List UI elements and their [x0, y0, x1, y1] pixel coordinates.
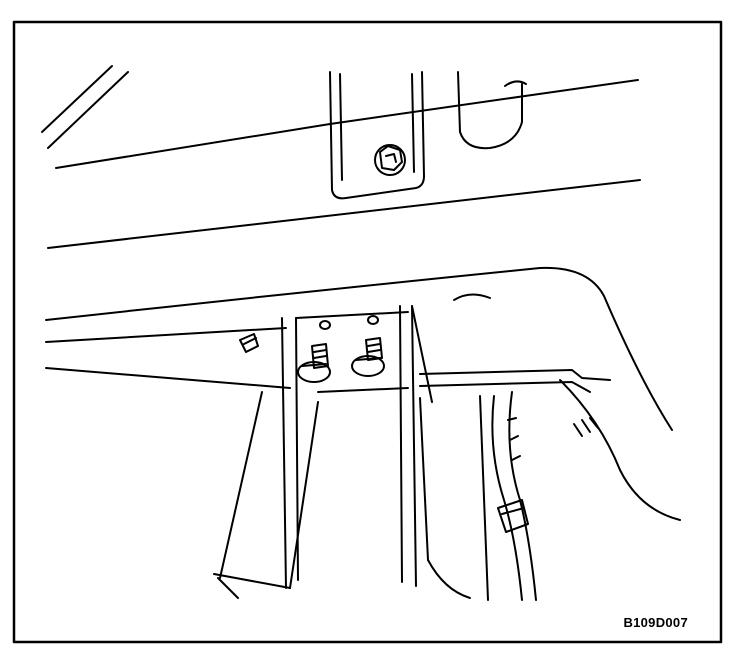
lower-body-panels [213, 391, 489, 601]
lower-crossmember [45, 266, 681, 521]
small-stud-icon [239, 333, 259, 353]
right-bracket-bolt-icon [351, 337, 385, 377]
figure-code: B109D007 [623, 615, 688, 630]
wire-harness [491, 391, 599, 601]
upper-bolt-icon [374, 144, 406, 176]
left-bracket-bolt-icon [297, 343, 331, 383]
vertical-bracket-plate [281, 305, 433, 589]
upper-crossmember [47, 79, 641, 249]
figure-border [12, 20, 723, 644]
upper-mount-bracket [329, 71, 527, 200]
glass-reflection-lines [41, 65, 129, 149]
